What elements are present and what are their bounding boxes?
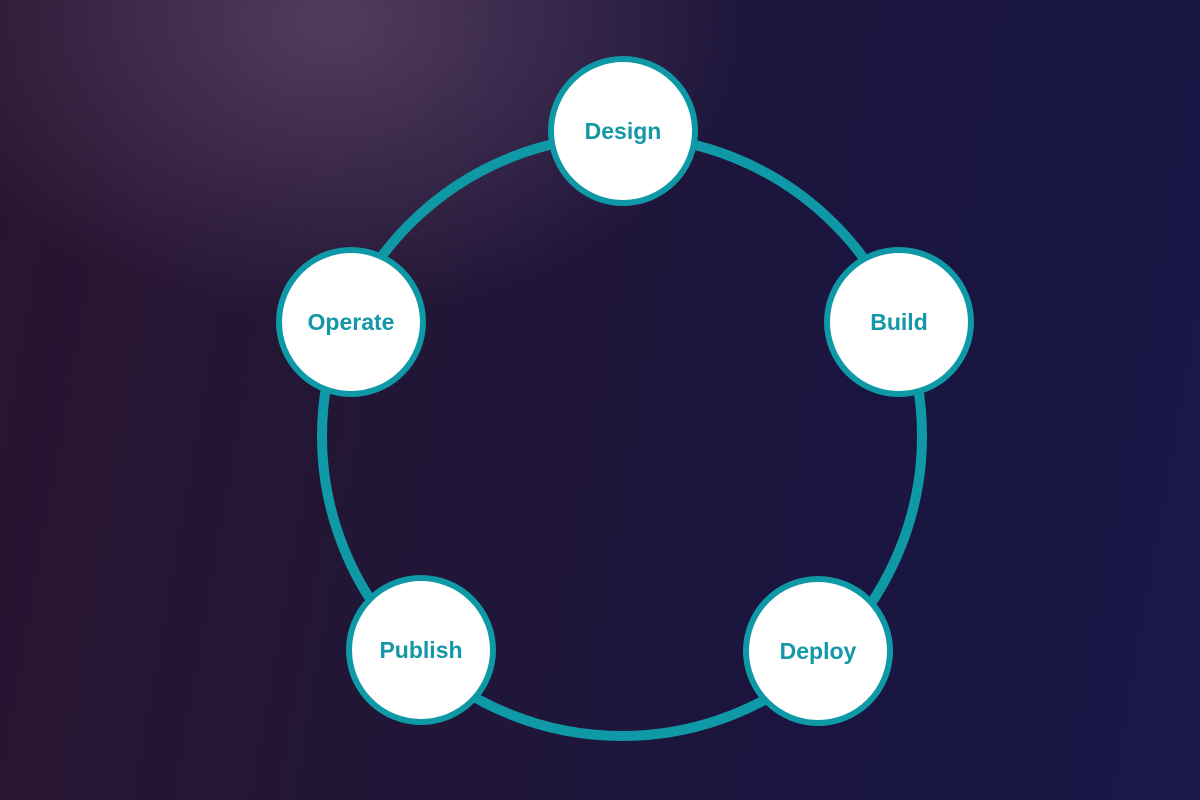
stage-label: Deploy	[779, 637, 857, 664]
stage-label: Build	[870, 308, 928, 335]
stage-build: Build	[824, 247, 974, 397]
stage-label: Design	[584, 117, 662, 144]
stage-operate: Operate	[276, 247, 426, 397]
stage-design: Design	[548, 56, 698, 206]
stage-deploy: Deploy	[743, 576, 893, 726]
stage-label: Publish	[379, 636, 463, 663]
stage-label: Operate	[307, 308, 395, 335]
stage-publish: Publish	[346, 575, 496, 725]
